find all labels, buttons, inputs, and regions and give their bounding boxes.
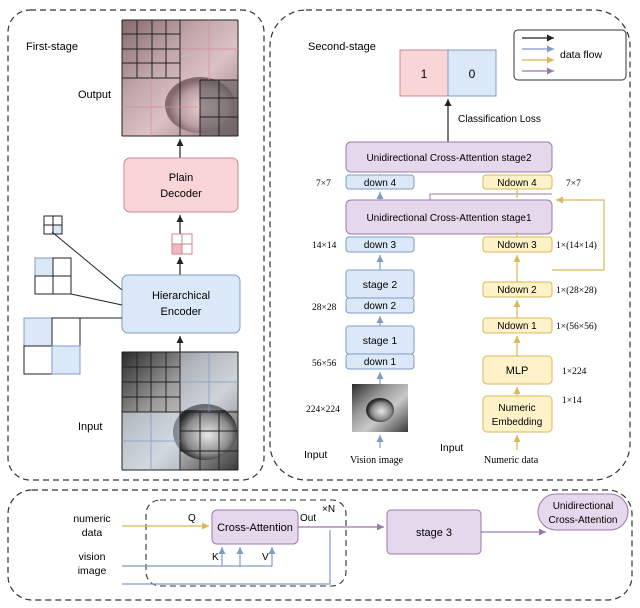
output-label: Output [78,89,111,101]
vision-line1: vision [79,551,106,563]
link-encoder-level3 [51,231,123,291]
down2-label: down 2 [364,301,397,312]
uca-stage1-box [345,199,553,235]
ndown2-label: Ndown 2 [497,285,537,296]
input-left-label: Input [304,449,327,461]
down3-box [345,236,415,253]
stage1-label: stage 1 [363,335,398,347]
legend-label: data flow [560,49,602,61]
v-label: V [262,552,269,563]
hierarchical-encoder-box [121,274,241,334]
ndown4-label: Ndown 4 [497,178,537,189]
class-0-box [447,49,497,97]
size-left-28: 28×28 [312,303,337,313]
numeric-line1: numeric [73,513,110,525]
numeric-line2: data [82,527,103,539]
encoder-line1: Hierarchical [152,290,210,302]
uca-stage2-label: Unidirectional Cross-Attention stage2 [366,153,532,164]
size-left-56: 56×56 [312,359,337,369]
legend [513,29,627,81]
size-right-56: 1×(56×56) [556,321,597,332]
encoder-line2: Encoder [161,306,202,318]
cross-attention-label: Cross-Attention [217,522,293,534]
size-right-14b: 1×14 [562,396,582,406]
stage2-label: stage 2 [363,279,398,291]
second-stage-title: Second-stage [308,41,376,53]
input-right-label: Input [440,442,463,454]
class-0-label: 0 [469,67,476,81]
size-right-14: 1×(14×14) [556,240,597,251]
uca-line2: Cross-Attention [549,515,618,526]
patch-pyramid [23,215,81,375]
first-stage-title: First-stage [26,41,78,53]
vision-image-thumbnail [352,384,408,432]
vision-line2: image [78,565,107,577]
decoder-line1: Plain [169,172,193,184]
latent-token [171,233,193,255]
ndown1-label: Ndown 1 [497,321,537,332]
size-right-7: 7×7 [566,179,581,189]
k-label: K [212,552,219,563]
numeric-data-label: Numeric data [484,455,539,466]
classification-loss: Classification Loss [458,114,541,125]
uca-stage1-label: Unidirectional Cross-Attention stage1 [366,213,532,224]
xn-label: ×N [322,504,335,515]
class-1-label: 1 [421,67,428,81]
repeat-block [145,499,347,587]
size-left-7: 7×7 [316,179,331,189]
size-left-14: 14×14 [312,241,337,251]
vision-image-label: Vision image [350,455,404,466]
embedding-line1: Numeric [498,403,535,414]
uca-legend-box [537,493,629,531]
stage3-label: stage 3 [416,527,452,539]
input-image [121,351,239,471]
ndown3-label: Ndown 3 [497,240,537,251]
size-right-224: 1×224 [562,367,587,377]
down3-label: down 3 [364,240,397,251]
embedding-line2: Embedding [492,417,543,428]
q-label: Q [188,513,196,524]
size-right-28: 1×(28×28) [556,285,597,296]
output-image [121,19,239,137]
decoder-line2: Decoder [160,188,202,200]
bottom-panel [7,489,633,601]
second-stage-panel [269,9,631,481]
down4-label: down 4 [364,178,397,189]
uca1-skip-path [429,193,552,200]
vision-loop [122,530,331,585]
uca-line1: Unidirectional [553,501,614,512]
input-label: Input [78,421,102,433]
uca-stage2-box [345,141,553,173]
plain-decoder-box [123,157,239,213]
down2-box [345,297,415,314]
first-stage-panel [7,9,265,481]
down1-box [345,353,415,370]
size-left-224: 224×224 [306,405,340,415]
class-1-box [399,49,449,97]
link-encoder-level2 [70,293,123,306]
down1-label: down 1 [364,357,397,368]
out-label: Out [300,513,316,524]
mlp-label: MLP [506,365,529,377]
ndown-bypass [552,196,605,271]
